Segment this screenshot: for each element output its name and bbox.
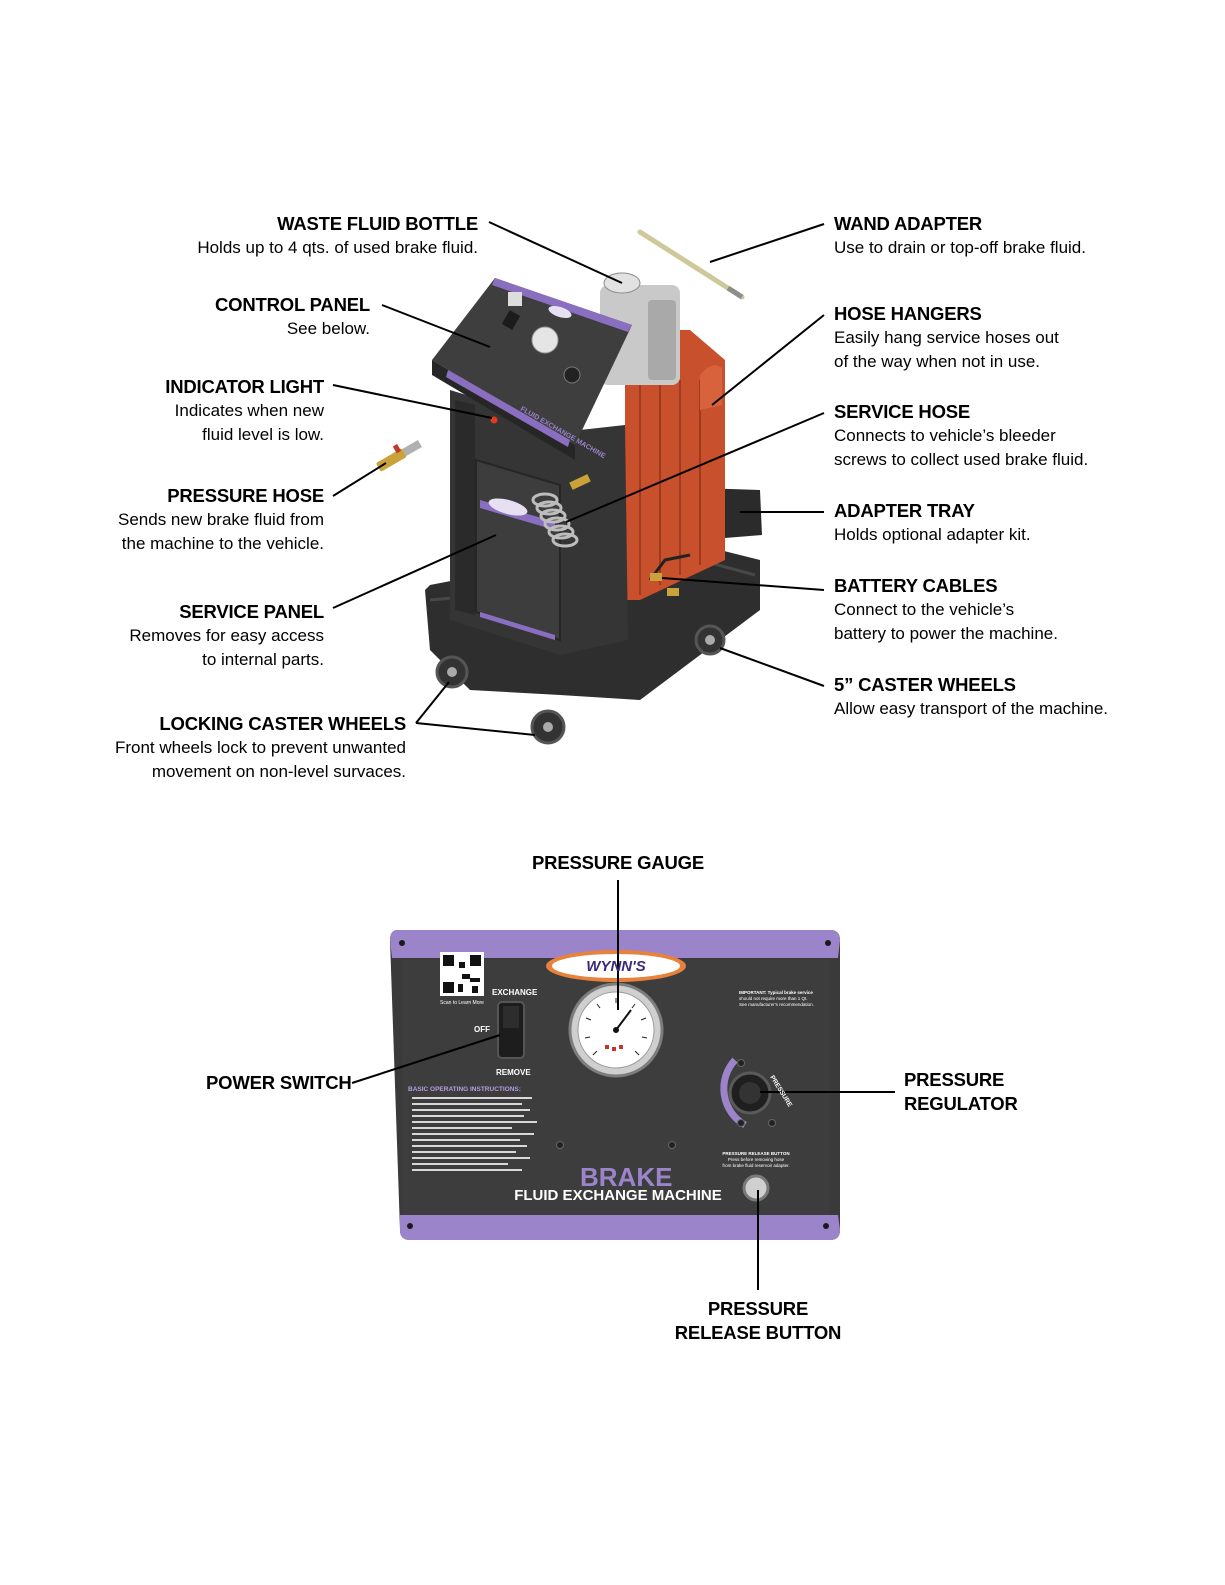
panel-scan-label: Scan to Learn More (440, 1000, 484, 1006)
callout-title: 5” CASTER WHEELS (834, 674, 1016, 695)
switch-remove-label: REMOVE (496, 1068, 531, 1077)
brake-fluid-machine (425, 272, 762, 745)
caster-wheels (435, 624, 726, 745)
callout-power-switch: POWER SWITCH (206, 1071, 352, 1095)
instructions-title: BASIC OPERATING INSTRUCTIONS: (408, 1086, 521, 1093)
callout-desc: Easily hang service hoses out (834, 328, 1059, 347)
callout-desc: Connects to vehicle’s bleeder (834, 426, 1056, 445)
callout-title: PRESSURE GAUGE (532, 852, 704, 873)
callout-title: LOCKING CASTER WHEELS (159, 713, 406, 734)
gauge-needle (615, 1009, 632, 1031)
callout-desc: Sends new brake fluid from (118, 510, 324, 529)
callout-title: RELEASE BUTTON (674, 1322, 842, 1343)
callout-desc: Allow easy transport of the machine. (834, 699, 1109, 718)
control-panel-top (432, 278, 632, 445)
callout-pressure-hose: PRESSURE HOSE Sends new brake fluid from… (118, 484, 324, 556)
callout-desc: battery to power the machine. (834, 624, 1058, 643)
indicator-light (490, 416, 498, 424)
panel-leader-lines (351, 880, 895, 1290)
callout-desc: See below. (286, 319, 370, 338)
callout-title: PRESSURE (707, 1298, 809, 1319)
callout-desc: to internal parts. (202, 650, 324, 669)
callout-pressure-release-button: PRESSURE RELEASE BUTTON (658, 1297, 858, 1345)
wand-adapter (637, 229, 745, 300)
panel-brand: WYNN'S (586, 958, 645, 975)
callout-title: INDICATOR LIGHT (165, 376, 324, 397)
callout-desc: movement on non-level survaces. (151, 762, 406, 781)
callout-desc: fluid level is low. (202, 425, 324, 444)
callout-desc: Holds up to 4 qts. of used brake fluid. (197, 238, 478, 257)
callout-desc: Use to drain or top-off brake fluid. (834, 238, 1086, 257)
release-label-3: from brake fluid reservoir adapter. (722, 1163, 789, 1168)
callout-title: BATTERY CABLES (834, 575, 998, 596)
important-line-1: IMPORTANT: Typical brake service (739, 990, 813, 995)
panel-machine-title: FLUID EXCHANGE MACHINE (514, 1187, 722, 1204)
hose-hanger (700, 365, 722, 410)
panel-top-band (390, 930, 840, 958)
callout-title: HOSE HANGERS (834, 303, 982, 324)
callout-service-panel: SERVICE PANEL Removes for easy access to… (129, 600, 324, 672)
release-label-1: PRESSURE RELEASE BUTTON (722, 1151, 789, 1156)
control-panel-detail (390, 930, 840, 1240)
callout-pressure-regulator: PRESSURE REGULATOR (904, 1068, 1018, 1116)
callout-hose-hangers: HOSE HANGERS Easily hang service hoses o… (834, 302, 1059, 374)
coiled-service-hose (531, 492, 579, 548)
callout-title: REGULATOR (904, 1093, 1018, 1114)
callout-title: WAND ADAPTER (834, 213, 982, 234)
important-line-2: should not require more than 1 Qt. (739, 996, 808, 1001)
callout-pressure-gauge: PRESSURE GAUGE (518, 851, 718, 875)
callout-title: SERVICE HOSE (834, 401, 971, 422)
callout-desc: the machine to the vehicle. (121, 534, 324, 553)
callout-caster-wheels-5: 5” CASTER WHEELS Allow easy transport of… (834, 673, 1108, 721)
important-line-3: See manufacturer's recommendation. (739, 1002, 814, 1007)
release-label-2: Press before removing hose (728, 1157, 785, 1162)
callout-title: PRESSURE HOSE (167, 485, 324, 506)
callout-desc: Connect to the vehicle’s (834, 600, 1015, 619)
callout-indicator-light: INDICATOR LIGHT Indicates when new fluid… (165, 375, 324, 447)
callout-locking-caster-wheels: LOCKING CASTER WHEELS Front wheels lock … (115, 712, 406, 784)
callout-title: ADAPTER TRAY (834, 500, 975, 521)
callout-service-hose: SERVICE HOSE Connects to vehicle’s bleed… (834, 400, 1088, 472)
callout-title: SERVICE PANEL (179, 601, 324, 622)
panel-brake-title: BRAKE (580, 1162, 672, 1192)
callout-title: CONTROL PANEL (215, 294, 370, 315)
switch-exchange-label: EXCHANGE (492, 988, 538, 997)
panel-bottom-band (400, 1215, 840, 1240)
callout-battery-cables: BATTERY CABLES Connect to the vehicle’s … (834, 574, 1058, 646)
pressure-release-button (742, 1174, 770, 1202)
service-panel (475, 458, 561, 642)
switch-off-label: OFF (474, 1025, 490, 1034)
leader-lines (332, 221, 825, 736)
callout-desc: Indicates when new (174, 401, 324, 420)
callout-wand-adapter: WAND ADAPTER Use to drain or top-off bra… (834, 212, 1086, 260)
pressure-hose-fitting (376, 440, 422, 472)
callout-title: PRESSURE (904, 1069, 1005, 1090)
callout-waste-fluid-bottle: WASTE FLUID BOTTLE Holds up to 4 qts. of… (197, 212, 478, 260)
callout-control-panel: CONTROL PANEL See below. (215, 293, 370, 341)
callout-desc: Removes for easy access (129, 626, 324, 645)
callout-desc: Holds optional adapter kit. (834, 525, 1031, 544)
callout-title: WASTE FLUID BOTTLE (277, 213, 478, 234)
callout-desc: Front wheels lock to prevent unwanted (114, 738, 406, 757)
callout-title: POWER SWITCH (206, 1072, 352, 1093)
callout-desc: screws to collect used brake fluid. (834, 450, 1089, 469)
callout-desc: of the way when not in use. (834, 352, 1041, 371)
callout-adapter-tray: ADAPTER TRAY Holds optional adapter kit. (834, 499, 1031, 547)
